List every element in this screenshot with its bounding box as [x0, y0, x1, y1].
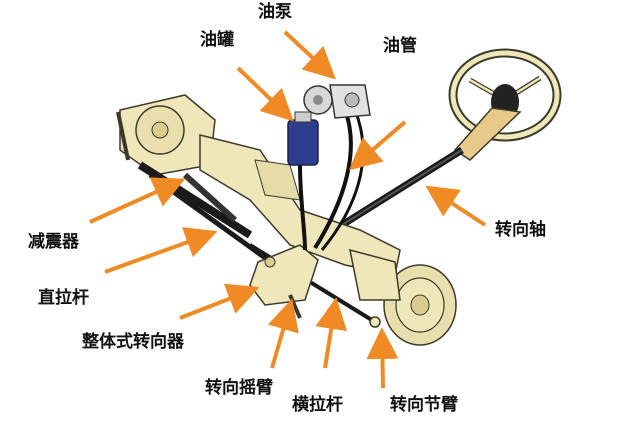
arrow-pitman-arm: [267, 298, 299, 369]
oil-tank: [287, 111, 319, 166]
axle-right-hub: [349, 248, 457, 346]
label-drag-link: 直拉杆: [38, 288, 89, 308]
label-pitman-arm: 转向摇臂: [205, 378, 273, 398]
arrow-knuckle-arm: [366, 327, 399, 389]
callout-arrows: [89, 30, 487, 389]
steering-gear-box: [249, 244, 319, 319]
oil-pipes: [298, 109, 365, 251]
arrow-steering-gear: [179, 283, 260, 320]
label-oil-tank: 油罐: [200, 30, 234, 50]
label-steering-knuckle-arm: 转向节臂: [390, 395, 458, 415]
arrow-steering-shaft: [425, 185, 487, 227]
label-steering-shaft: 转向轴: [495, 220, 546, 240]
label-tie-rod: 横拉杆: [292, 395, 343, 415]
arrow-oil-pump: [283, 30, 336, 80]
arrow-shock-absorber: [89, 177, 186, 224]
arrow-oil-tank: [236, 66, 294, 122]
arrow-drag-link: [104, 227, 218, 274]
label-shock-absorber: 减震器: [28, 232, 79, 252]
arrow-oil-pipe: [348, 120, 407, 171]
label-integral-steering-gear: 整体式转向器: [82, 332, 184, 352]
oil-pump: [303, 84, 371, 119]
shock-absorber: [137, 161, 253, 239]
label-oil-pump: 油泵: [258, 2, 292, 22]
arrow-tie-rod: [315, 297, 348, 369]
label-oil-pipe: 油管: [383, 36, 417, 56]
